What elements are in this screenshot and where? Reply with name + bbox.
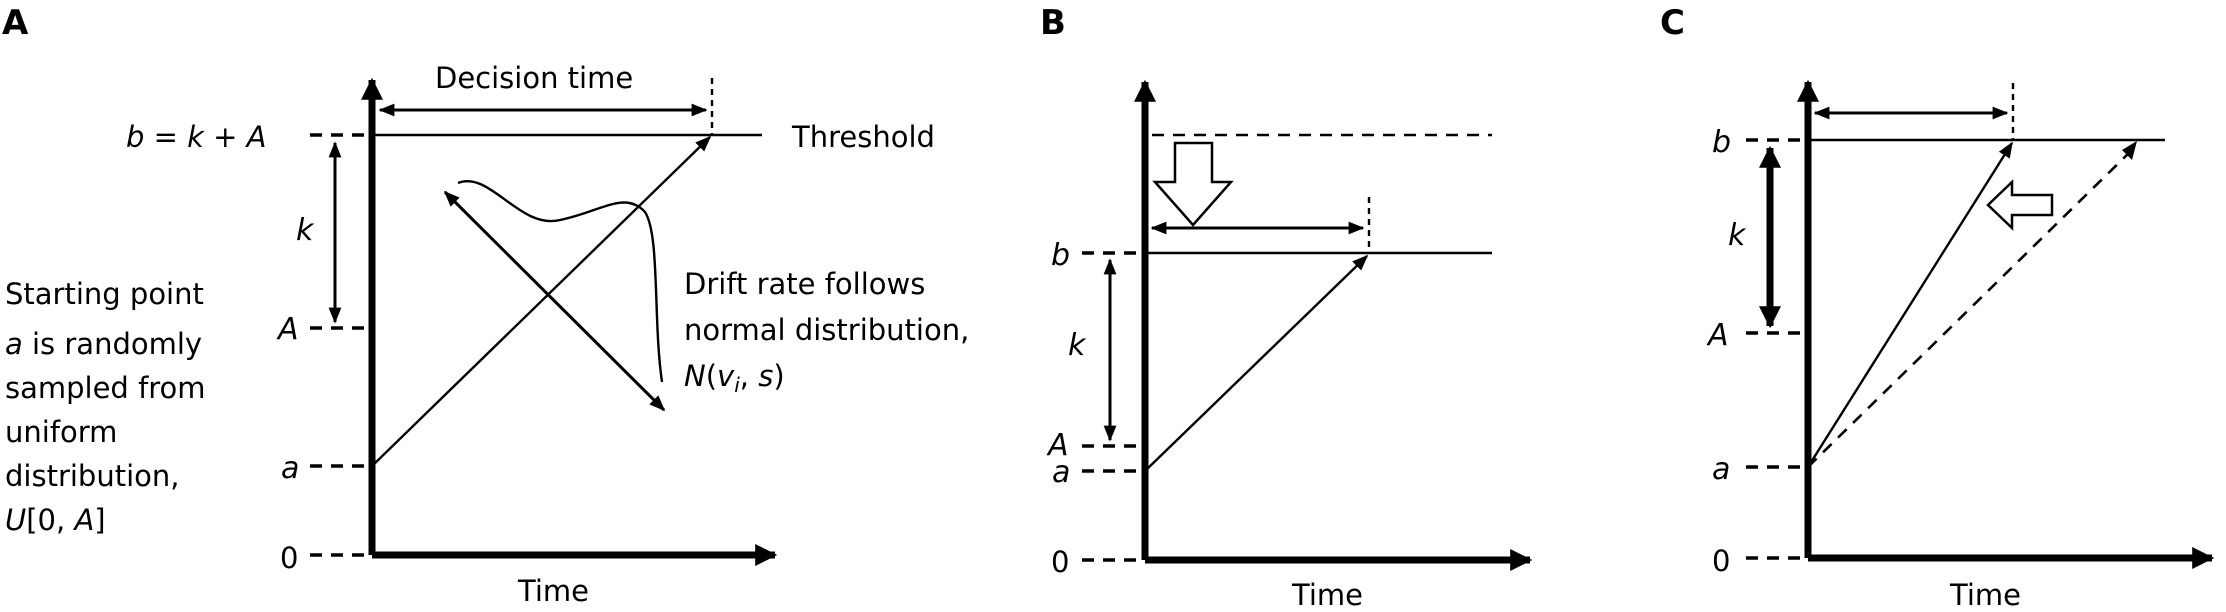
evidence-accumulation-line: [1144, 254, 1369, 472]
starting-point-text: Starting point a is randomly sampled fro…: [5, 277, 206, 537]
x-axis-label: Time: [1291, 578, 1363, 612]
panel-b-letter: B: [1040, 3, 1066, 43]
svg-text:Drift rate follows: Drift rate follows: [684, 267, 925, 301]
normal-distribution-curve: [457, 179, 664, 383]
threshold-equation: b = k + A: [126, 120, 267, 154]
a-label: a: [1712, 452, 1730, 487]
drift-rate-text: Drift rate follows normal distribution, …: [684, 267, 969, 397]
panel-c-letter: C: [1660, 3, 1685, 43]
slow-accumulation-line-dashed: [1807, 149, 2133, 468]
k-label: k: [296, 213, 315, 248]
b-label: b: [1712, 125, 1731, 160]
threshold-label: Threshold: [791, 120, 935, 154]
zero-label: 0: [1051, 545, 1069, 579]
svg-text:distribution,: distribution,: [5, 459, 179, 493]
fast-accumulation-line: [1806, 141, 2014, 468]
k-label: k: [1068, 328, 1087, 363]
zero-label: 0: [1712, 544, 1730, 578]
panel-a-letter: A: [2, 3, 29, 43]
svg-text:Starting point: Starting point: [5, 277, 204, 311]
zero-label: 0: [280, 541, 298, 575]
x-axis-label: Time: [517, 574, 589, 608]
svg-text:N(vi, s): N(vi, s): [684, 359, 785, 397]
slow-accumulation-arrowhead: [2122, 141, 2137, 160]
panel-c: C b k A a 0 Time: [1660, 3, 2215, 612]
A-label: A: [276, 312, 299, 347]
x-axis-label: Time: [1949, 578, 2021, 612]
svg-text:uniform: uniform: [5, 415, 117, 449]
drift-rate-variability-arrow: [443, 190, 666, 412]
b-label: b: [1051, 238, 1070, 273]
panel-b: B b k A a 0 Time: [1040, 3, 1533, 612]
a-label: a: [281, 451, 299, 486]
a-label: a: [1052, 455, 1070, 490]
drift-increase-arrow-icon: [1986, 179, 2054, 231]
k-label: k: [1728, 218, 1747, 253]
evidence-accumulation-line: [371, 135, 712, 467]
decision-time-label: Decision time: [435, 61, 633, 95]
threshold-lowered-arrow-icon: [1152, 141, 1234, 227]
A-label: A: [1706, 318, 1729, 353]
svg-text:sampled from: sampled from: [5, 371, 206, 405]
A-label: A: [1046, 428, 1069, 463]
svg-text:normal distribution,: normal distribution,: [684, 313, 969, 347]
svg-text:U[0, A]: U[0, A]: [5, 503, 106, 537]
panel-a: A b = k + A k A a 0 Decision time T: [2, 3, 969, 608]
svg-text:a is randomly: a is randomly: [5, 327, 202, 361]
